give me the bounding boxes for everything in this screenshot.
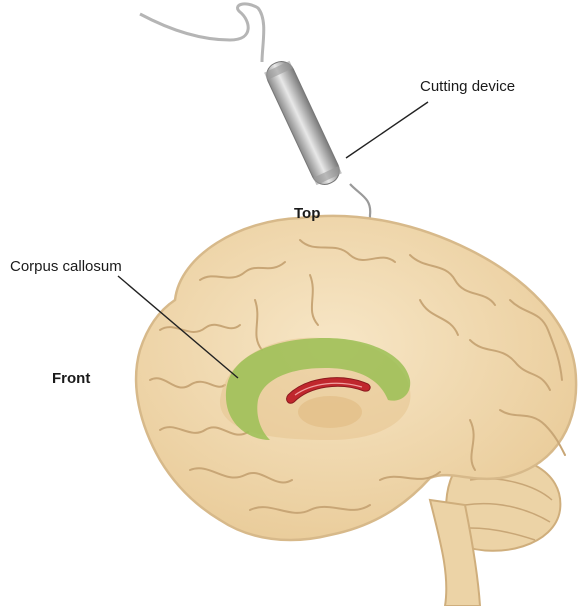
label-cutting-device: Cutting device <box>420 78 515 95</box>
label-corpus-callosum: Corpus callosum <box>10 258 122 275</box>
label-top: Top <box>294 205 320 222</box>
thalamus <box>298 396 362 428</box>
device-wire <box>140 4 264 62</box>
leader-line-cutting-device <box>346 102 428 158</box>
cutting-device <box>262 57 343 188</box>
label-front: Front <box>52 370 90 387</box>
